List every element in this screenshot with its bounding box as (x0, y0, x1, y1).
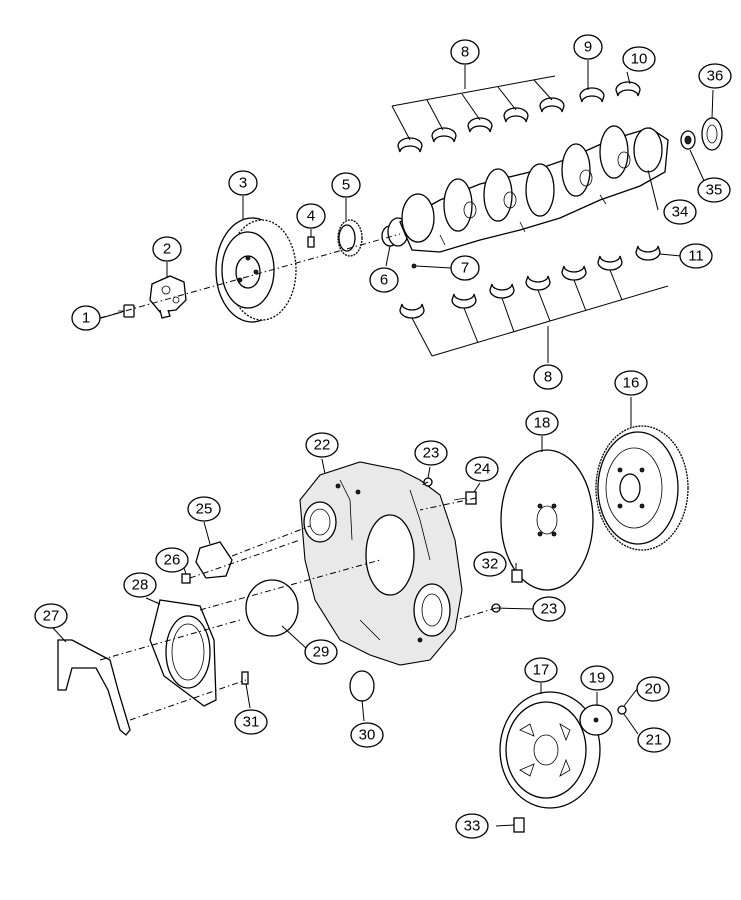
callout-24: 24 (465, 456, 499, 482)
callout-1: 1 (71, 305, 101, 331)
callout-9: 9 (573, 34, 603, 60)
svg-text:35: 35 (706, 182, 723, 199)
svg-text:29: 29 (313, 644, 330, 661)
callout-11: 11 (679, 243, 713, 269)
part-36-washer (701, 117, 723, 151)
part-20-21-bolt (617, 705, 627, 715)
callout-2: 2 (152, 236, 182, 262)
part-19-plate (579, 704, 613, 736)
callout-30: 30 (350, 722, 384, 748)
svg-text:19: 19 (589, 670, 606, 687)
callout-6: 6 (369, 267, 399, 293)
svg-text:1: 1 (82, 310, 90, 327)
callout-29: 29 (304, 639, 338, 665)
bearing-shells-upper (397, 81, 641, 153)
callout-10: 10 (622, 46, 656, 72)
part-26-bolt (181, 573, 191, 584)
callout-23-lower: 23 (532, 596, 566, 622)
part-28-seal-retainer (149, 599, 217, 707)
part-16-flywheel (595, 425, 689, 551)
callout-21: 21 (637, 727, 671, 753)
part-18-flexplate (500, 449, 594, 591)
svg-text:3: 3 (239, 175, 247, 192)
svg-text:26: 26 (164, 552, 181, 569)
part-17-flexplate-assembly (499, 691, 601, 809)
svg-text:22: 22 (314, 437, 331, 454)
part-1-bolt (118, 304, 135, 318)
callout-20: 20 (636, 676, 670, 702)
callout-36: 36 (698, 63, 732, 89)
part-2-bracket (149, 275, 187, 319)
crankshaft (399, 125, 669, 253)
callout-28: 28 (123, 572, 157, 598)
part-5-gear (337, 219, 363, 257)
callout-26: 26 (155, 547, 189, 573)
svg-text:28: 28 (132, 577, 149, 594)
callout-25: 25 (187, 496, 221, 522)
callout-22: 22 (305, 432, 339, 458)
part-30-oring (349, 670, 375, 702)
callout-33: 32 (473, 551, 507, 577)
svg-text:27: 27 (43, 608, 60, 625)
svg-text:25: 25 (196, 501, 213, 518)
part-4-key (307, 236, 315, 248)
callout-16: 16 (614, 370, 648, 396)
svg-text:20: 20 (645, 681, 662, 698)
svg-text:10: 10 (631, 51, 648, 68)
svg-text:9: 9 (584, 39, 592, 56)
part-34-bolt (513, 817, 525, 833)
part-35-bushing (680, 130, 696, 150)
svg-text:7: 7 (461, 260, 469, 277)
svg-text:4: 4 (307, 208, 315, 225)
svg-text:36: 36 (707, 68, 724, 85)
callout-7: 7 (450, 255, 480, 281)
callout-32: 34 (663, 199, 697, 225)
callout-31: 31 (234, 709, 268, 735)
bearing-shells-lower (399, 245, 661, 319)
callout-18: 18 (525, 410, 559, 436)
callout-34: 33 (455, 813, 489, 839)
callout-19: 19 (580, 665, 614, 691)
svg-text:23: 23 (423, 445, 440, 462)
svg-text:11: 11 (688, 248, 704, 265)
svg-text:8: 8 (461, 44, 469, 61)
svg-text:34: 34 (672, 204, 689, 221)
svg-text:33: 33 (464, 818, 481, 835)
svg-text:16: 16 (623, 375, 640, 392)
callout-5: 5 (331, 172, 361, 198)
svg-text:31: 31 (243, 714, 260, 731)
lower-leaders (52, 397, 639, 827)
callout-8-bottom: 8 (533, 364, 563, 390)
part-22-housing (299, 461, 463, 666)
part-29-oring (245, 579, 299, 637)
callout-4: 4 (296, 203, 326, 229)
callout-27: 27 (34, 603, 68, 629)
callout-3: 3 (228, 170, 258, 196)
part-25-cover (195, 541, 233, 579)
svg-text:17: 17 (533, 662, 550, 679)
part-27-gasket (57, 639, 131, 736)
svg-text:21: 21 (646, 732, 663, 749)
callout-35: 35 (697, 177, 731, 203)
svg-text:23: 23 (541, 601, 558, 618)
callout-17: 17 (524, 657, 558, 683)
svg-text:32: 32 (482, 556, 499, 573)
callout-23-upper: 23 (414, 440, 448, 466)
part-7-pin (411, 263, 417, 269)
upper-leaders (99, 60, 714, 363)
svg-text:2: 2 (163, 241, 171, 258)
svg-text:24: 24 (474, 461, 491, 478)
svg-text:5: 5 (342, 177, 350, 194)
part-3-damper (215, 217, 297, 323)
part-31-bolt (241, 671, 249, 685)
svg-text:8: 8 (544, 369, 552, 386)
svg-text:6: 6 (380, 272, 388, 289)
svg-text:18: 18 (534, 415, 551, 432)
callout-8-top: 8 (450, 39, 480, 65)
svg-text:30: 30 (359, 727, 376, 744)
part-33-bolt (511, 569, 523, 583)
